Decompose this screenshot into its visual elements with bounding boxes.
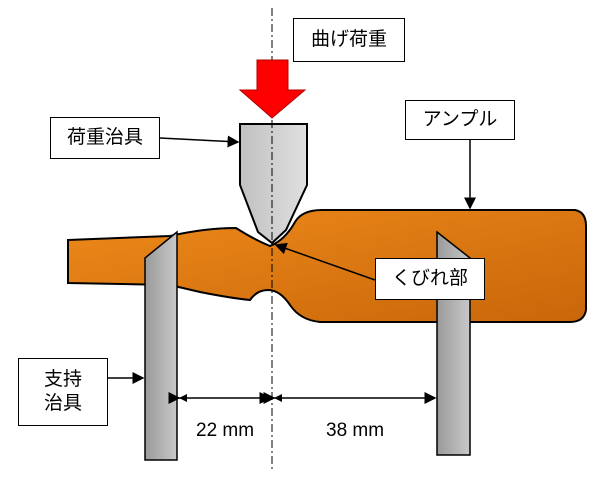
neck-label: くびれ部: [375, 258, 485, 300]
bending-load-arrow-icon: [238, 59, 307, 119]
support-jig-label-line1: 支持: [43, 368, 82, 391]
dimension-left-value: 22 mm: [196, 420, 255, 441]
bending-load-label: 曲げ荷重: [293, 18, 405, 62]
load-jig-pointer: [159, 135, 240, 148]
load-jig: [239, 123, 308, 245]
neck-pointer: [274, 242, 376, 281]
left-support-jig: [144, 230, 178, 461]
support-jig-label-line2: 治具: [43, 392, 82, 414]
support-jig-label: 支持 治具: [18, 358, 108, 426]
dimension-right-value: 38 mm: [326, 420, 385, 441]
ampoule-label: アンプル: [405, 100, 515, 140]
load-jig-label: 荷重治具: [50, 117, 160, 159]
